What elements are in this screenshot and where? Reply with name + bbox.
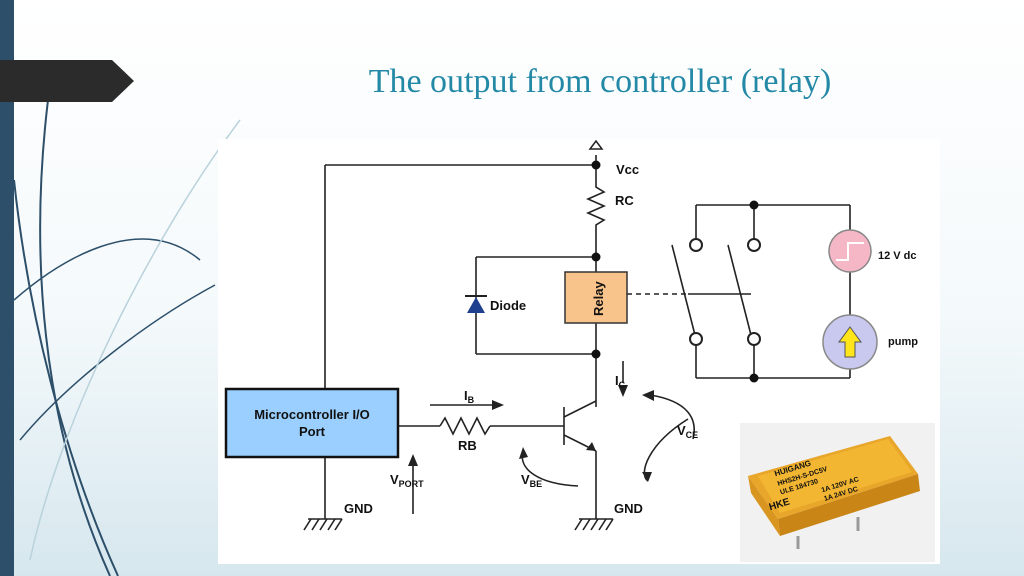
dc-source-label: 12 V dc [878, 250, 917, 262]
slide-title: The output from controller (relay) [368, 63, 832, 100]
gnd-right-label: GND [614, 501, 643, 516]
vcc-label: Vcc [616, 162, 639, 177]
vce-label: VCE [677, 423, 698, 440]
mcu-label-line2: Port [299, 424, 326, 439]
decorative-swoosh-lines [13, 99, 241, 576]
rc-label: RC [615, 193, 634, 208]
relay-label: Relay [591, 281, 606, 316]
ic-label: IC [615, 373, 626, 390]
diode-symbol [465, 295, 487, 313]
relay-photo: HUIGANG HHS2H-S-DC5V ULE 184730 1A 120V … [740, 423, 935, 562]
emitter-arrow [586, 442, 596, 451]
relay-coil-box [564, 271, 628, 324]
dc-source-icon [828, 229, 872, 273]
diode-label: Diode [490, 298, 526, 313]
relay-circuit-diagram: Vcc RC Diode Relay 12 V dc pump Microcon… [218, 139, 940, 564]
ib-label: IB [464, 388, 475, 405]
vcc-symbol [588, 139, 604, 150]
vport-label: VPORT [390, 472, 424, 489]
title-tab-shape [0, 60, 134, 102]
pump-icon [822, 314, 878, 370]
left-accent-bar [0, 0, 14, 576]
mcu-label-line1: Microcontroller I/O [254, 407, 370, 422]
microcontroller-box [224, 387, 400, 459]
rb-label: RB [458, 438, 477, 453]
gnd-left-label: GND [344, 501, 373, 516]
vbe-label: VBE [521, 472, 542, 489]
pump-label: pump [888, 336, 918, 348]
